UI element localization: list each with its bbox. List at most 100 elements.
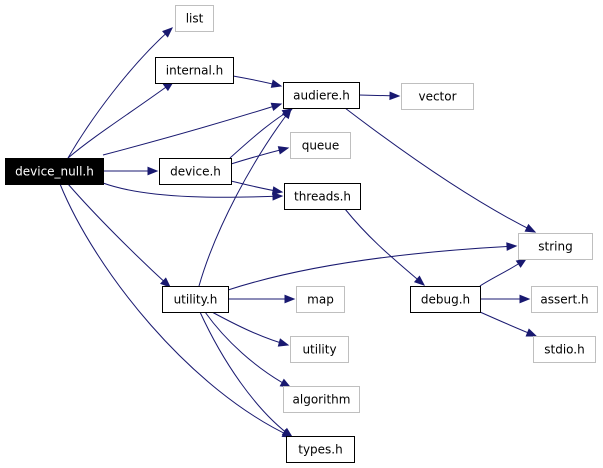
arrowhead-icon — [519, 294, 531, 304]
edge-debug-to-string — [479, 258, 528, 287]
arrowhead-icon — [281, 107, 292, 120]
edge-device_null-to-device — [103, 166, 159, 176]
node-label: queue — [302, 139, 340, 153]
edge-internal-to-audiere — [232, 75, 283, 88]
arrowhead-icon — [277, 146, 290, 155]
arrowhead-icon — [413, 275, 426, 286]
arrowhead-icon — [271, 186, 284, 195]
edge-audiere-to-vector — [358, 91, 401, 101]
edge-line — [204, 311, 291, 388]
arrowhead-icon — [272, 191, 284, 201]
edge-device_null-to-audiere — [102, 102, 283, 156]
edge-threads-to-debug — [344, 208, 426, 286]
edge-line — [67, 27, 173, 159]
edge-audiere-to-string — [344, 107, 537, 233]
edge-line — [59, 183, 293, 438]
edge-line — [227, 245, 517, 291]
edge-line — [211, 311, 289, 346]
edge-device_null-to-list — [67, 27, 173, 159]
node-box — [283, 82, 360, 109]
node-label: types.h — [298, 443, 342, 457]
node-assert: assert.h — [531, 286, 598, 313]
node-vector: vector — [401, 83, 474, 110]
node-box — [5, 158, 104, 185]
edge-utility_h-to-map — [228, 294, 296, 304]
node-label: stdio.h — [544, 343, 584, 357]
arrowhead-icon — [525, 328, 538, 337]
node-box — [175, 5, 214, 32]
edge-line — [344, 208, 425, 286]
edge-device_null-to-threads — [102, 182, 284, 201]
edge-line — [344, 107, 536, 233]
edge-line — [198, 108, 292, 287]
edges-layer — [59, 27, 538, 438]
node-label: assert.h — [540, 293, 588, 307]
node-audiere[interactable]: audiere.h — [283, 82, 360, 109]
node-label: device_null.h — [15, 165, 94, 179]
node-stdio: stdio.h — [533, 336, 596, 363]
node-box — [155, 57, 234, 84]
node-utility-h[interactable]: utility.h — [162, 286, 229, 313]
node-types[interactable]: types.h — [286, 436, 355, 463]
node-box — [159, 158, 232, 185]
arrowhead-icon — [147, 166, 159, 176]
edge-device_null-to-internal — [67, 81, 175, 159]
node-label: string — [538, 240, 572, 254]
arrowhead-icon — [270, 102, 283, 111]
arrowhead-icon — [277, 338, 290, 347]
node-box — [531, 286, 598, 313]
edge-debug-to-assert — [480, 294, 531, 304]
node-label: list — [186, 12, 204, 26]
edge-device-to-queue — [230, 146, 290, 165]
node-box — [290, 336, 349, 363]
arrowhead-icon — [160, 277, 171, 288]
node-label: threads.h — [294, 190, 351, 204]
node-label: internal.h — [166, 64, 223, 78]
edge-line — [67, 183, 171, 288]
node-device[interactable]: device.h — [159, 158, 232, 185]
node-box — [296, 286, 345, 313]
node-label: utility.h — [174, 293, 218, 307]
edge-line — [102, 182, 283, 198]
edge-line — [199, 311, 293, 438]
node-box — [533, 336, 596, 363]
nodes-layer: device_null.h list internal.h audiere.h vect… — [5, 5, 598, 463]
edge-utility_h-to-audiere — [198, 107, 292, 287]
edge-device-to-threads — [230, 180, 284, 195]
arrowhead-icon — [162, 27, 173, 38]
arrowhead-icon — [506, 242, 518, 251]
node-algorithm: algorithm — [283, 386, 360, 413]
edge-utility_h-to-utility — [211, 311, 290, 347]
node-list: list — [175, 5, 214, 32]
node-box — [518, 233, 593, 260]
edge-line — [102, 103, 282, 156]
node-string: string — [518, 233, 593, 260]
node-label: map — [307, 293, 334, 307]
node-box — [283, 386, 360, 413]
node-box — [284, 183, 361, 210]
node-utility: utility — [290, 336, 349, 363]
node-label: device.h — [170, 165, 221, 179]
node-threads[interactable]: threads.h — [284, 183, 361, 210]
node-box — [290, 132, 351, 159]
node-box — [401, 83, 474, 110]
node-map: map — [296, 286, 345, 313]
arrowhead-icon — [389, 91, 401, 101]
node-debug[interactable]: debug.h — [410, 286, 481, 313]
node-device-null[interactable]: device_null.h — [5, 158, 104, 185]
node-internal[interactable]: internal.h — [155, 57, 234, 84]
node-box — [410, 286, 481, 313]
edge-device_null-to-utility_h — [67, 183, 171, 288]
node-label: debug.h — [421, 293, 470, 307]
arrowhead-icon — [270, 79, 283, 88]
arrowhead-icon — [281, 427, 294, 438]
edge-utility_h-to-algorithm — [204, 311, 292, 388]
edge-utility_h-to-string — [227, 242, 518, 291]
arrowhead-icon — [279, 378, 292, 388]
node-box — [162, 286, 229, 313]
edge-utility_h-to-types — [199, 311, 294, 438]
node-queue: queue — [290, 132, 351, 159]
edge-line — [67, 81, 174, 159]
arrowhead-icon — [284, 294, 296, 304]
